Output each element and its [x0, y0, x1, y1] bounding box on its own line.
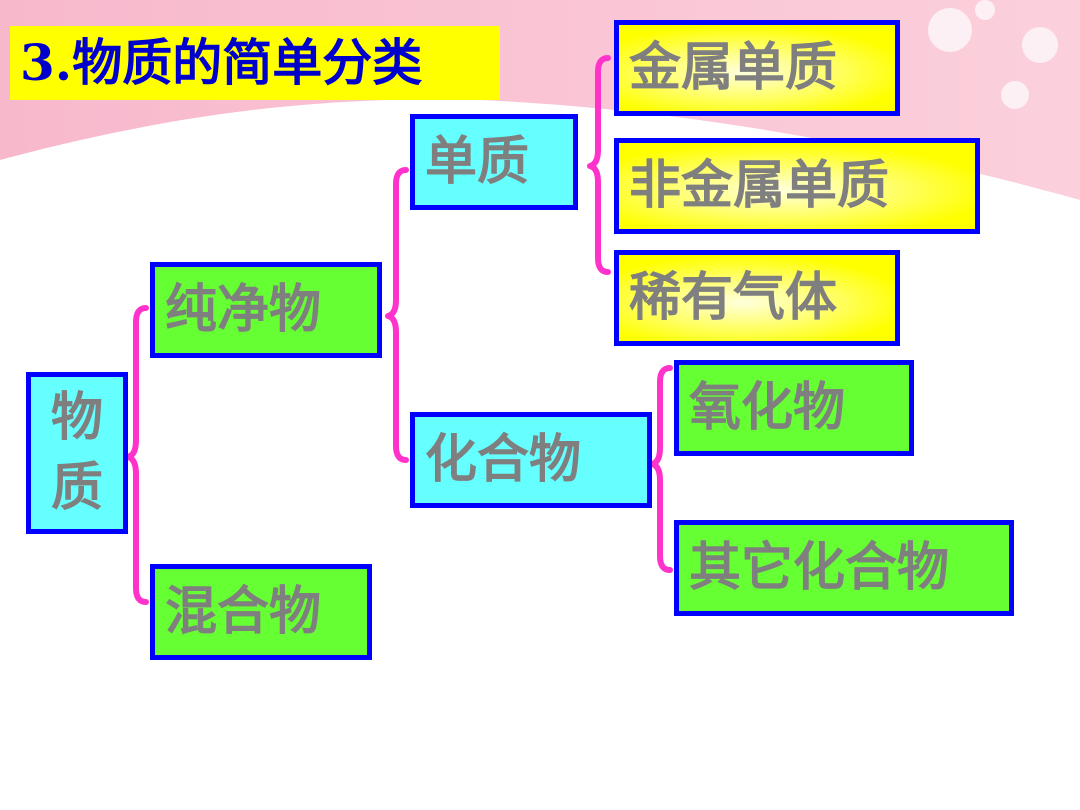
bracket-root [125, 305, 149, 605]
node-matter-char-2: 质 [50, 458, 103, 518]
flower-decoration [928, 0, 1058, 109]
node-element: 单质 [410, 114, 578, 210]
node-nonmetal-element: 非金属单质 [614, 138, 980, 234]
bracket-compound [649, 365, 673, 573]
node-noble-gas: 稀有气体 [614, 250, 900, 346]
page-title: 3.物质的简单分类 [10, 26, 500, 100]
node-matter: 物 质 [26, 372, 128, 534]
node-compound: 化合物 [410, 412, 652, 508]
node-matter-char-1: 物 [50, 388, 103, 448]
node-metal-element: 金属单质 [614, 20, 900, 116]
node-mixture: 混合物 [150, 564, 372, 660]
node-other-compound: 其它化合物 [674, 520, 1014, 616]
bracket-pure [385, 167, 409, 463]
node-oxide: 氧化物 [674, 360, 914, 456]
node-pure-substance: 纯净物 [150, 262, 382, 358]
bracket-element [587, 55, 611, 275]
